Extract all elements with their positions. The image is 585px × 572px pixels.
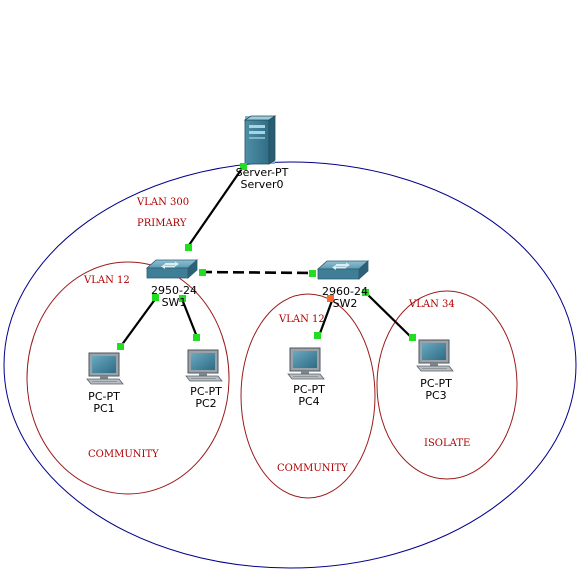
link-sw1-sw2[interactable] [200,270,315,275]
middle-community-boundary [240,293,376,499]
port-status-light [179,295,186,302]
port-status-light [314,332,321,339]
port-status-light [240,163,247,170]
middle-type-label: COMMUNITY [277,463,348,474]
port-status-light [362,289,369,296]
port-status-light [309,270,316,277]
primary-type-label: PRIMARY [137,218,187,229]
pc-icon[interactable] [416,339,454,372]
left-community-boundary [26,261,230,495]
pc4-name: PC4 [298,395,320,408]
right-type-label: ISOLATE [424,438,471,449]
switch-icon[interactable] [317,260,369,280]
port-status-light [409,334,416,341]
left-type-label: COMMUNITY [88,449,159,460]
middle-vlan-label: VLAN 12 [279,314,325,325]
server0-label: Server-PT Server0 [236,167,289,191]
sw2-name: SW2 [332,297,358,310]
pc2-model: PC-PT [190,385,222,398]
pc1-model: PC-PT [88,390,120,403]
server0-model: Server-PT [235,166,289,179]
sw1-model: 2950-24 [151,284,197,297]
port-status-light [193,334,200,341]
right-isolated-boundary [376,290,518,480]
pc4-model: PC-PT [293,383,325,396]
sw2-model: 2960-24 [322,285,368,298]
pc-icon[interactable] [185,349,223,382]
pc3-label: PC-PT PC3 [420,378,452,402]
port-status-light [152,294,159,301]
sw1-name: SW1 [161,296,187,309]
server-icon[interactable] [243,115,277,165]
pc3-name: PC3 [425,389,447,402]
pc3-model: PC-PT [420,377,452,390]
pc1-name: PC1 [93,402,115,415]
port-status-light [199,269,206,276]
pc4-label: PC-PT PC4 [293,384,325,408]
pc-icon[interactable] [86,352,124,385]
right-vlan-label: VLAN 34 [409,299,455,310]
link-sw2-pc3[interactable] [365,292,413,339]
sw2-label: 2960-24 SW2 [322,286,368,310]
port-status-light [117,343,124,350]
pc-icon[interactable] [287,347,325,380]
sw1-label: 2950-24 SW1 [151,285,197,309]
primary-vlan-label: VLAN 300 [137,197,190,208]
link-sw1-pc2[interactable] [180,298,199,338]
link-sw1-pc1[interactable] [120,297,157,347]
pc1-label: PC-PT PC1 [88,391,120,415]
port-status-light [327,295,334,302]
left-vlan-label: VLAN 12 [84,275,130,286]
switch-icon[interactable] [146,259,198,279]
primary-vlan-boundary [3,161,577,569]
port-status-light [185,244,192,251]
server0-name: Server0 [240,178,284,191]
pc2-label: PC-PT PC2 [190,386,222,410]
link-sw2-pc4[interactable] [317,297,335,337]
pc2-name: PC2 [195,397,217,410]
link-server0-sw1[interactable] [186,166,244,249]
